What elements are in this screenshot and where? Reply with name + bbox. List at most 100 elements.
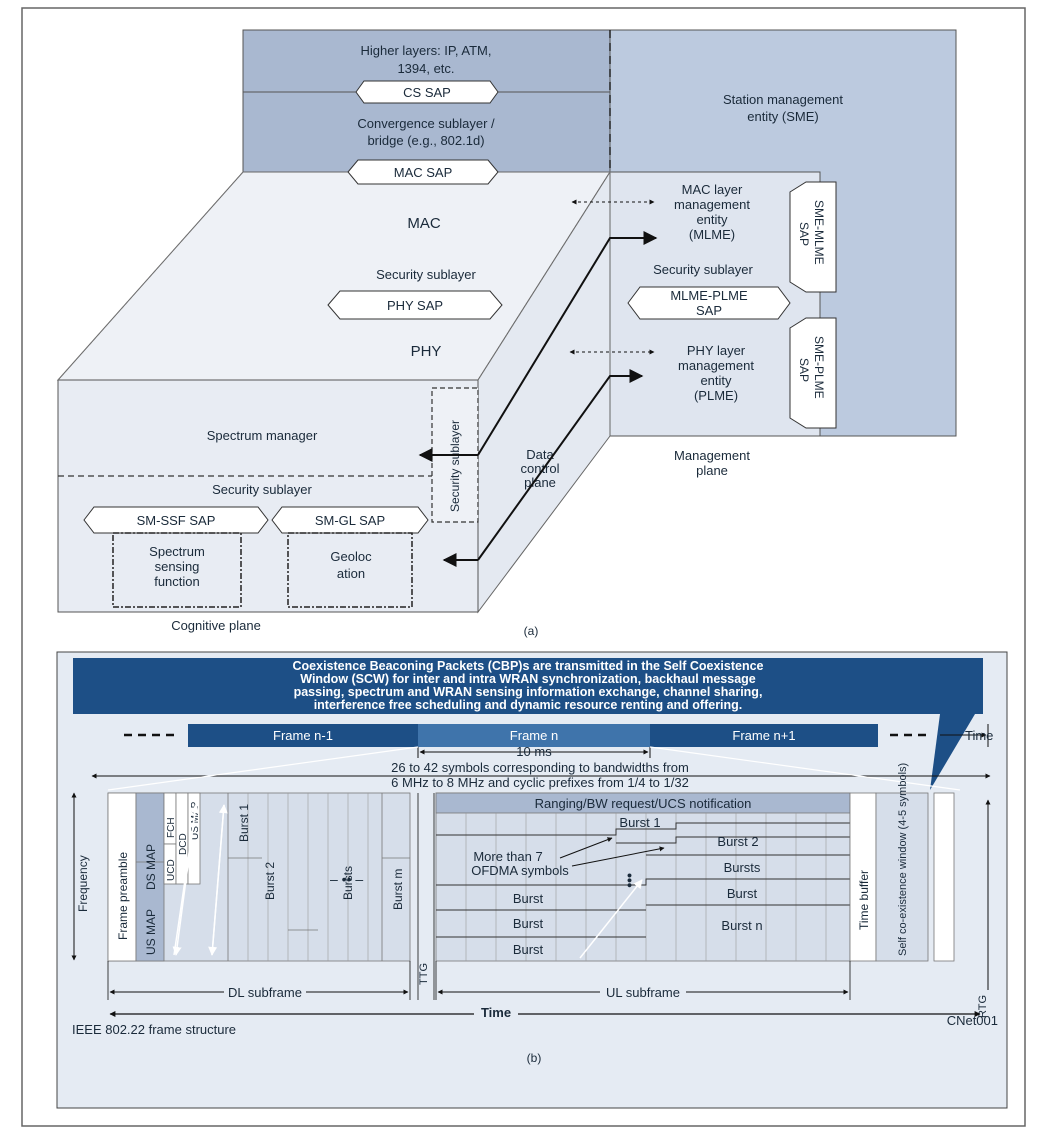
ul-subframe-label: UL subframe	[606, 985, 680, 1000]
data-control-plane-1: Data	[526, 447, 554, 462]
dl-ellipsis: – •• –	[330, 871, 363, 887]
frame-next-label: Frame n+1	[732, 728, 795, 743]
us-map2-col	[187, 792, 201, 885]
scw-col	[875, 792, 929, 962]
sme-mlme-sap-box	[789, 181, 837, 293]
geoloc-label-1: Geoloc	[330, 549, 372, 564]
caption-b: (b)	[527, 1051, 542, 1065]
frame-prev	[188, 724, 418, 747]
ul-subframe-area	[435, 792, 851, 962]
fch-label: FCH	[166, 817, 177, 838]
part-b: Coexistence Beaconing Packets (CBP)s are…	[56, 651, 1008, 1109]
phy-sap-box	[327, 290, 503, 320]
mlme-label-2: management	[674, 197, 750, 212]
sme-label-2: entity (SME)	[747, 109, 819, 124]
mlme-plme-sap-label-2: SAP	[696, 303, 722, 318]
sme-plme-sap-box	[789, 317, 837, 429]
more-than-label-1: More than 7	[473, 849, 542, 864]
sm-ssf-sap-box	[83, 506, 269, 534]
sm-ssf-sap-label: SM-SSF SAP	[137, 513, 216, 528]
dl-subframe-label: DL subframe	[228, 985, 302, 1000]
sme-label-1: Station management	[723, 92, 843, 107]
spectrum-manager-label: Spectrum manager	[207, 428, 318, 443]
cbp-callout	[73, 658, 983, 714]
caption-a: (a)	[524, 624, 539, 638]
higher-layers-label-2: 1394, etc.	[397, 61, 454, 76]
security-sublayer-mac: Security sublayer	[376, 267, 476, 282]
ssf-label-2: sensing	[155, 559, 200, 574]
mac-label: MAC	[407, 215, 441, 232]
burst-m-label: Burst m	[391, 869, 405, 910]
sm-gl-sap-label: SM-GL SAP	[315, 513, 385, 528]
ten-ms-label: 10 ms	[516, 744, 552, 759]
higher-layers-label-1: Higher layers: IP, ATM,	[360, 43, 491, 58]
phy-label: PHY	[411, 343, 442, 360]
ssf-label-1: Spectrum	[149, 544, 205, 559]
geoloc-box	[287, 532, 413, 608]
phy-sap-label: PHY SAP	[387, 298, 443, 313]
ul-ellipsis: •••	[622, 873, 638, 888]
mac-sap-label: MAC SAP	[394, 165, 453, 180]
geoloc-label-2: ation	[337, 566, 365, 581]
ul-burst2-label: Burst 2	[717, 834, 758, 849]
cs-sap-label: CS SAP	[403, 85, 451, 100]
burst1-dl-label: Burst 1	[237, 804, 251, 842]
ul-burst1-label: Burst 1	[619, 815, 660, 830]
time-bottom-label: Time	[481, 1005, 511, 1020]
ieee-label: IEEE 802.22 frame structure	[72, 1022, 236, 1037]
control-arrow-mlme	[477, 231, 658, 456]
frame-preamble-label: Frame preamble	[116, 852, 130, 940]
security-sublayer-cog: Security sublayer	[212, 482, 312, 497]
ul-bursts-label: Bursts	[724, 860, 761, 875]
us-map2-label: US MAP	[190, 801, 201, 840]
dcd-label: DCD	[178, 833, 189, 855]
convergence-label-1: Convergence sublayer /	[357, 116, 495, 131]
map-col	[135, 792, 165, 962]
sme-plme-sap-label-2: SAP	[797, 358, 811, 382]
security-sublayer-vertical-label: Security sublayer	[448, 420, 462, 512]
plme-label-4: (PLME)	[694, 388, 738, 403]
security-sublayer-mgmt: Security sublayer	[653, 262, 753, 277]
cs-sap-box	[355, 80, 499, 104]
more-than-label-2: OFDMA symbols	[471, 863, 569, 878]
sme-plme-sap-label-1: SME-PLME	[812, 336, 826, 399]
mlme-label-1: MAC layer	[682, 182, 743, 197]
frame-prev-label: Frame n-1	[273, 728, 333, 743]
symbols-text-1: 26 to 42 symbols corresponding to bandwi…	[391, 760, 689, 775]
sme-mlme-sap-label-2: SAP	[797, 222, 811, 246]
cbp-text-2: Window (SCW) for inter and intra WRAN sy…	[300, 672, 756, 686]
plme-label-3: entity	[700, 373, 732, 388]
management-plane-label-1: Management	[674, 448, 750, 463]
us-map-label: US MAP	[144, 909, 158, 955]
time-buffer-label: Time buffer	[857, 870, 871, 930]
ul-burst-left2-label: Burst	[513, 916, 544, 931]
ul-burst-n-label: Burst n	[721, 918, 762, 933]
cbp-text-1: Coexistence Beaconing Packets (CBP)s are…	[293, 659, 764, 673]
plme-label-2: management	[678, 358, 754, 373]
ssf-label-3: function	[154, 574, 200, 589]
data-control-plane-2: control	[520, 461, 559, 476]
mlme-plme-sap-label-1: MLME-PLME	[670, 288, 748, 303]
symbols-text-2: 6 MHz to 8 MHz and cyclic prefixes from …	[391, 775, 689, 790]
plme-label-1: PHY layer	[687, 343, 746, 358]
cbp-text-3: passing, spectrum and WRAN sensing infor…	[294, 685, 763, 699]
mac-sap-box	[347, 159, 499, 185]
frame-cur-label: Frame n	[510, 728, 558, 743]
part-a: Higher layers: IP, ATM, 1394, etc. CS SA…	[56, 29, 957, 638]
ucd-label: UCD	[166, 859, 177, 881]
frame-cur	[418, 724, 650, 747]
ranging-label: Ranging/BW request/UCS notification	[535, 796, 752, 811]
rtg-col	[933, 792, 955, 962]
mlme-plme-sap-box	[627, 286, 791, 320]
cognitive-front-face	[57, 379, 479, 613]
mlme-label-4: (MLME)	[689, 227, 735, 242]
cnet-label: CNet001	[947, 1013, 998, 1028]
ul-burst-left3-label: Burst	[513, 942, 544, 957]
ttg-label: TTG	[418, 963, 430, 985]
time-buffer-col	[849, 792, 877, 962]
scw-label: Self co-existence window (4-5 symbols)	[897, 763, 909, 956]
frequency-label: Frequency	[76, 855, 90, 912]
cognitive-plane-label: Cognitive plane	[171, 618, 261, 633]
control-arrow-plme	[477, 369, 644, 561]
